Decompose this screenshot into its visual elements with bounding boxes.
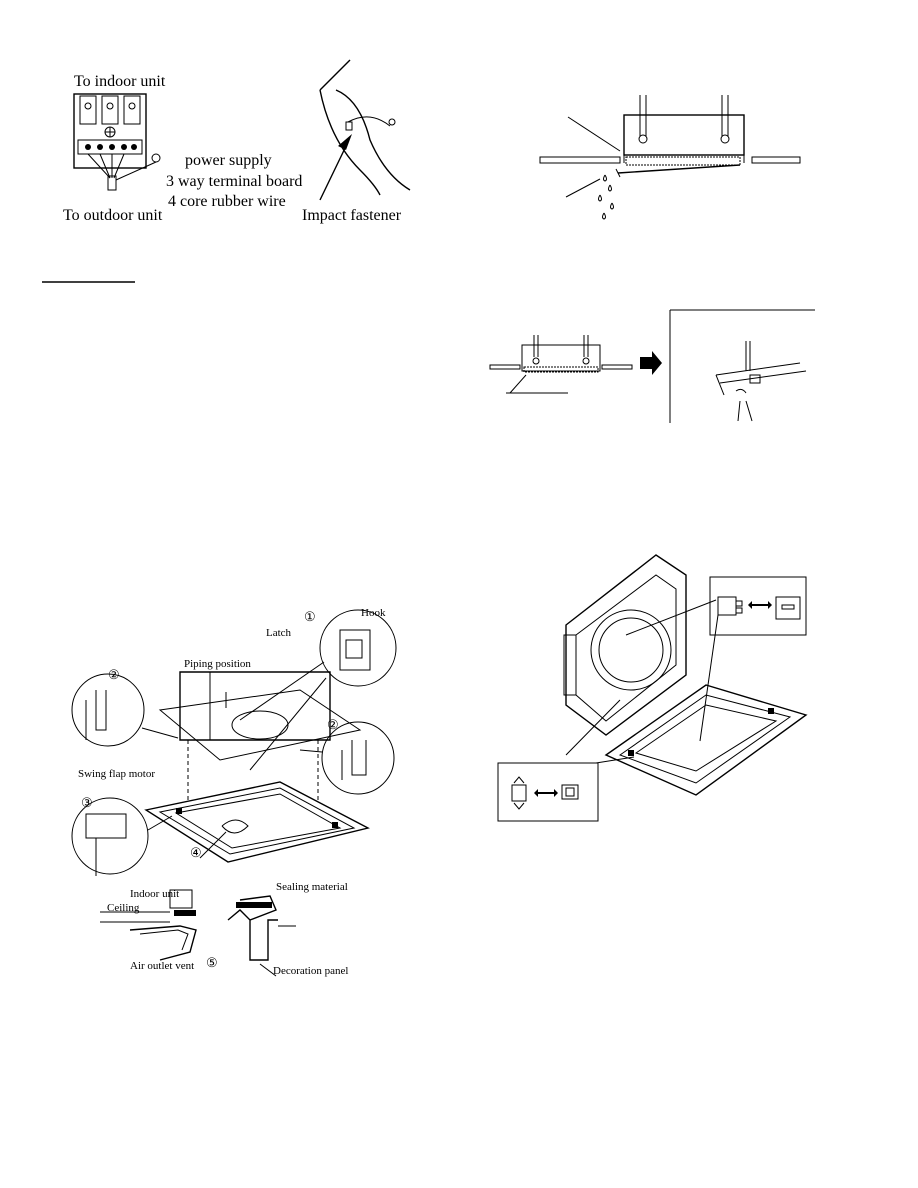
terminal-board-label: 3 way terminal board [166,173,303,190]
height-adjust-diagram [489,309,815,423]
to-indoor-label: To indoor unit [74,73,166,90]
step-1-marker: ① [304,609,316,624]
step-4-marker: ④ [190,845,202,860]
leak-diagram [539,95,801,220]
air-outlet-vent-label: Air outlet vent [130,960,195,972]
step-2-right-marker: ② [327,717,339,732]
step-5-marker: ⑤ [206,955,218,970]
latch-label: Latch [266,627,292,639]
impact-fastener-label: Impact fastener [302,207,402,224]
section-rule [42,281,135,283]
impact-fastener-diagram [319,59,411,201]
to-outdoor-label: To outdoor unit [63,207,163,224]
power-supply-label: power supply [185,152,272,169]
swing-flap-motor-label: Swing flap motor [78,768,155,780]
rubber-wire-label: 4 core rubber wire [168,193,286,210]
step-2-left-marker: ② [108,667,120,682]
ceiling-section-diagram [100,889,296,977]
hook-label: Hook [361,607,386,619]
indoor-unit-label: Indoor unit [130,888,180,900]
panel-assembly-diagram [71,609,397,876]
step-3-marker: ③ [81,795,93,810]
piping-position-label: Piping position [184,658,251,670]
connector-diagram [497,554,808,822]
sealing-material-label: Sealing material [276,881,348,893]
terminal-board-diagram [73,93,161,191]
decoration-panel-label: Decoration panel [273,965,349,977]
ceiling-label: Ceiling [107,902,140,914]
